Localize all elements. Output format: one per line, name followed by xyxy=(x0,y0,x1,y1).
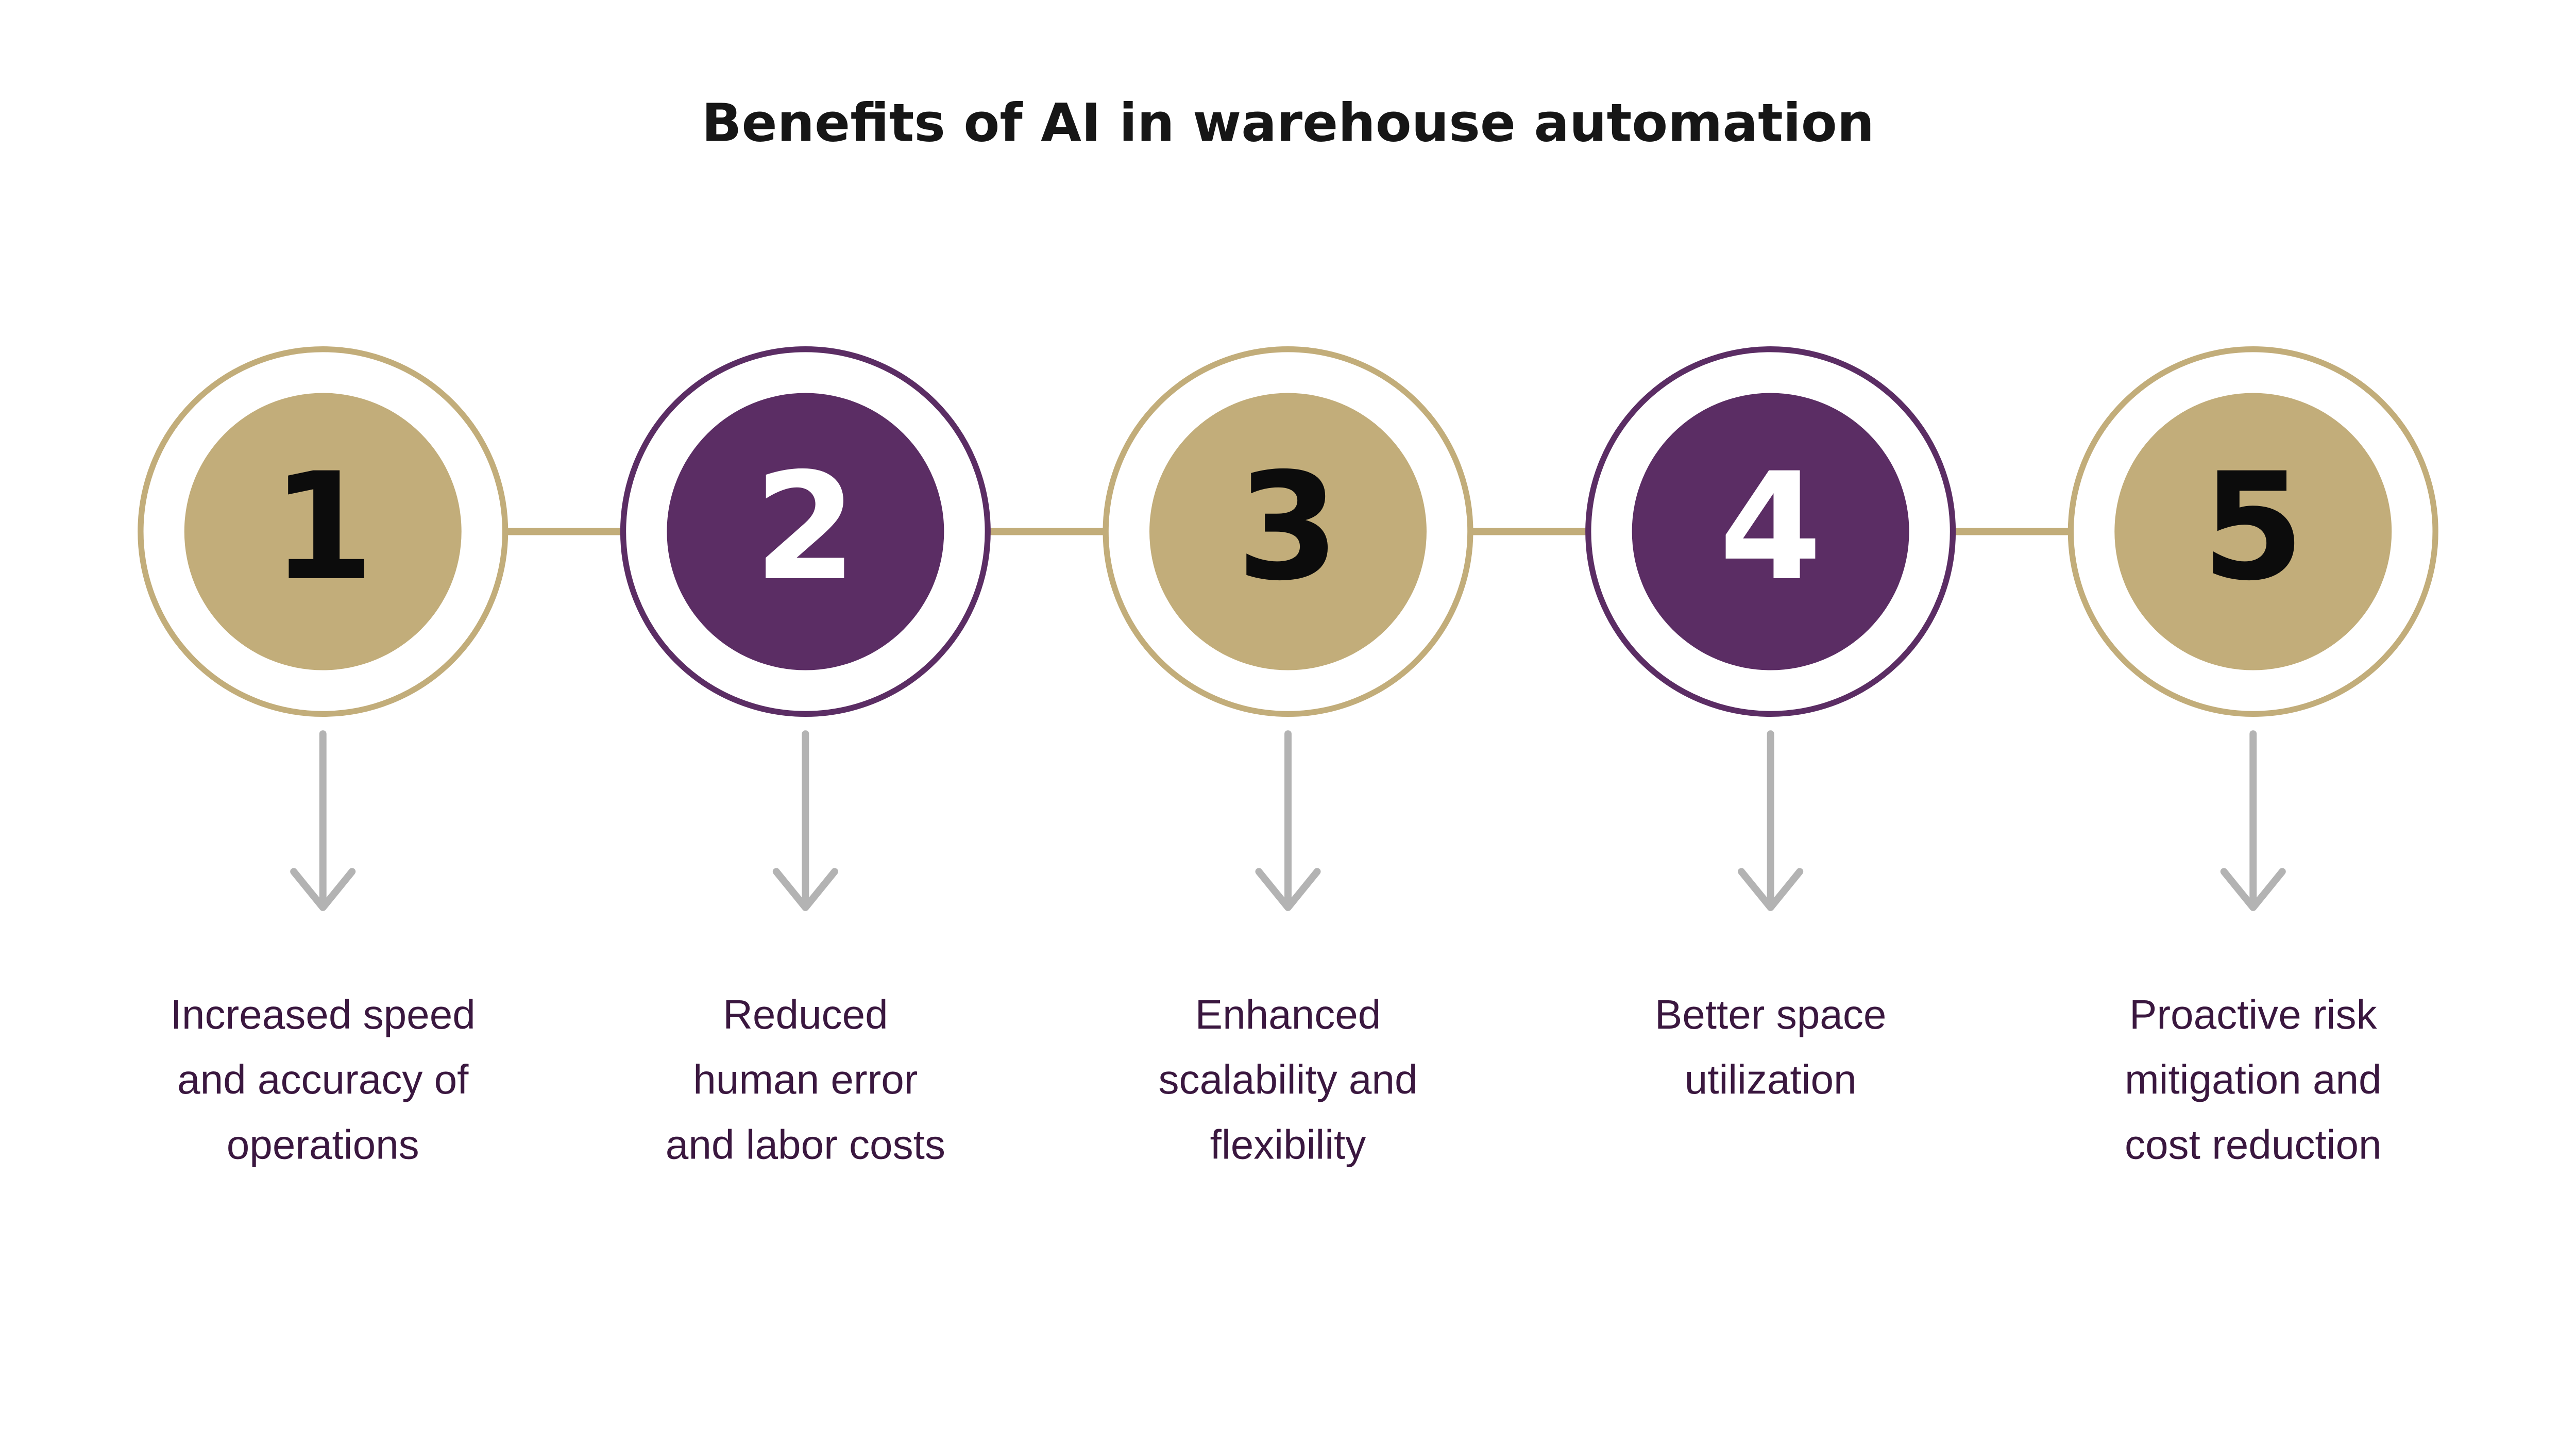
step-3-circle: 3 xyxy=(1149,393,1427,670)
down-arrow-icon xyxy=(2220,730,2286,911)
step-2-number: 2 xyxy=(754,441,857,613)
down-arrow-icon xyxy=(1255,730,1321,911)
step-5: 5 Proactive risk mitigation and cost red… xyxy=(2012,0,2495,1258)
step-2-circle: 2 xyxy=(667,393,944,670)
step-5-number: 5 xyxy=(2201,441,2305,613)
step-4-label: Better space utilization xyxy=(1654,992,1887,1103)
step-5-outer-ring: 5 xyxy=(2067,346,2438,717)
step-3: 3 Enhanced scalability and flexibility xyxy=(1047,0,1530,1258)
steps-row: 1 Increased speed and accuracy of operat… xyxy=(81,0,2494,1258)
step-2: 2 Reduced human error and labor costs xyxy=(564,0,1047,1258)
down-arrow-icon xyxy=(290,730,356,911)
step-1-outer-ring: 1 xyxy=(138,346,509,717)
page-title: Benefits of AI in warehouse automation xyxy=(701,92,1875,154)
step-5-label: Proactive risk mitigation and cost reduc… xyxy=(2124,992,2382,1168)
step-2-outer-ring: 2 xyxy=(620,346,991,717)
step-4-number: 4 xyxy=(1719,441,1822,613)
step-1: 1 Increased speed and accuracy of operat… xyxy=(81,0,564,1258)
step-3-number: 3 xyxy=(1236,441,1340,613)
step-1-circle: 1 xyxy=(184,393,462,670)
step-3-label: Enhanced scalability and flexibility xyxy=(1158,992,1418,1168)
infographic-canvas: Benefits of AI in warehouse automation 1… xyxy=(81,0,2494,1258)
step-1-number: 1 xyxy=(271,441,375,613)
step-5-circle: 5 xyxy=(2114,393,2392,670)
step-2-label: Reduced human error and labor costs xyxy=(665,992,945,1168)
down-arrow-icon xyxy=(772,730,838,911)
step-1-label: Increased speed and accuracy of operatio… xyxy=(170,992,476,1168)
step-4-circle: 4 xyxy=(1632,393,1909,670)
down-arrow-icon xyxy=(1738,730,1804,911)
step-4-outer-ring: 4 xyxy=(1585,346,1956,717)
step-3-outer-ring: 3 xyxy=(1103,346,1473,717)
step-4: 4 Better space utilization xyxy=(1529,0,2012,1258)
